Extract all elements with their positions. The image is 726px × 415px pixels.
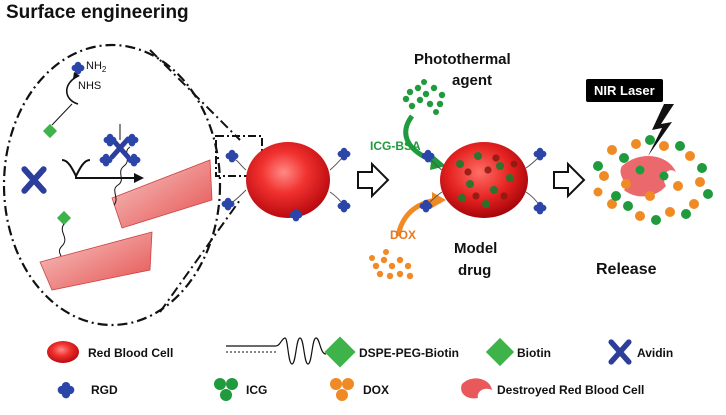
legend-rgd-icon (57, 381, 75, 399)
loaded-rbc (419, 142, 547, 218)
hollow-arrow-icon (357, 161, 390, 199)
nhs-label: NHS (78, 80, 102, 92)
legend-icg-icon (214, 378, 238, 401)
nh2-label: NH2 (86, 60, 107, 75)
legend-dox-icon (330, 378, 354, 401)
model-label: Model (454, 240, 498, 257)
legend-dspe-diamond (324, 336, 356, 368)
release-label: Release (596, 261, 657, 278)
photothermal-label: Photothermal (414, 51, 511, 68)
avidin-x-icon (24, 169, 43, 191)
legend-biotin-diamond (485, 337, 515, 367)
destroyed-rbc-icon (620, 155, 676, 197)
agent-label: agent (452, 72, 493, 89)
dox-arrow-label: DOX (390, 228, 417, 242)
legend-icg: ICG (246, 383, 268, 397)
merge-arrow (61, 159, 140, 179)
membrane-patch-bottom (39, 231, 153, 291)
dox-dots-icon (369, 249, 414, 280)
curved-arrow (65, 75, 79, 105)
legend-red-blood-cell: Red Blood Cell (88, 346, 174, 360)
peg-chain-icon (226, 337, 327, 365)
icg-bsa-label: ICG-BSA (370, 139, 421, 153)
legend-dspe-peg-biotin: DSPE-PEG-Biotin (359, 346, 460, 360)
legend-biotin: Biotin (517, 346, 551, 360)
biotin-diamond-icon (42, 123, 58, 139)
legend-rbc-icon (47, 341, 79, 363)
laser-bolt-icon (648, 104, 674, 156)
legend-destroyed-rbc-icon (461, 378, 492, 399)
zoom-ellipse (2, 43, 222, 327)
legend-rgd: RGD (91, 383, 118, 397)
icg-dots-icon (402, 79, 446, 115)
legend-avidin-x (611, 342, 629, 362)
rgd-icon (71, 61, 85, 75)
legend-avidin: Avidin (637, 346, 674, 360)
page-title: Surface engineering (6, 2, 189, 23)
hollow-arrow-icon (553, 161, 586, 199)
drug-label: drug (458, 262, 492, 279)
release-cluster (593, 135, 713, 225)
zoom-connector-lines (149, 49, 241, 313)
biotin-diamond-icon (56, 210, 72, 226)
nhs-link (51, 103, 73, 126)
legend-destroyed-rbc: Destroyed Red Blood Cell (497, 383, 645, 397)
engineered-rbc (221, 142, 351, 222)
nir-laser-label: NIR Laser (586, 79, 663, 102)
membrane-patch-top (111, 159, 213, 229)
legend-dox: DOX (363, 383, 390, 397)
